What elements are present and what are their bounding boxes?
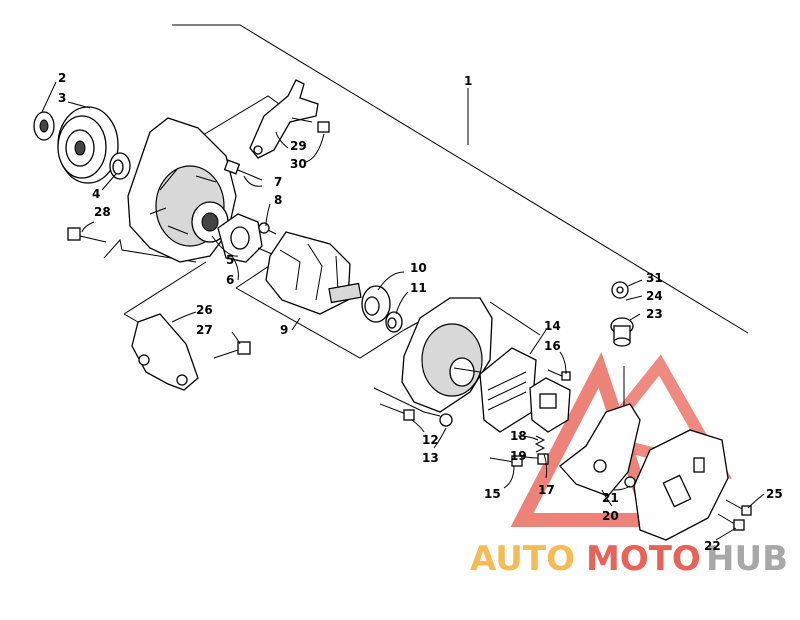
- pulley-nut: [33, 111, 55, 141]
- rear-cover: [633, 429, 729, 541]
- callout-6: 6: [226, 273, 234, 287]
- callout-12: 12: [422, 433, 439, 447]
- callout-8: 8: [274, 193, 282, 207]
- bearing-cover-ring: [385, 311, 403, 333]
- callout-18: 18: [510, 429, 527, 443]
- callout-17: 17: [538, 483, 555, 497]
- leader-lines: [41, 81, 765, 541]
- callout-10: 10: [410, 261, 427, 275]
- through-bolt-12: [379, 403, 415, 421]
- screw-8: [258, 222, 277, 235]
- callout-2: 2: [58, 71, 66, 85]
- terminal-plate: [559, 366, 641, 497]
- front-housing: [127, 117, 237, 263]
- bolt-15: [489, 455, 523, 467]
- callout-5: 5: [226, 253, 234, 267]
- callout-11: 11: [410, 281, 427, 295]
- bolt-27: [213, 341, 251, 359]
- callout-26: 26: [196, 303, 213, 317]
- callout-19: 19: [510, 449, 527, 463]
- screw-21: [624, 476, 636, 488]
- callout-9: 9: [280, 323, 288, 337]
- callout-21: 21: [602, 491, 619, 505]
- watermark-text-moto: MOTO: [586, 539, 701, 579]
- spacer-collar: [109, 152, 131, 180]
- callout-23: 23: [646, 307, 663, 321]
- rear-bearing: [361, 285, 391, 323]
- callout-4: 4: [92, 187, 100, 201]
- callout-1: 1: [464, 74, 472, 88]
- watermark-text-hub: HUB: [706, 539, 788, 579]
- callout-3: 3: [58, 91, 66, 105]
- callout-30: 30: [290, 157, 307, 171]
- callout-22: 22: [704, 539, 721, 553]
- callout-13: 13: [422, 451, 439, 465]
- mounting-bracket-26: [131, 313, 199, 391]
- callout-29: 29: [290, 139, 307, 153]
- callout-25: 25: [766, 487, 783, 501]
- carbon-brush: [537, 453, 549, 465]
- callout-24: 24: [646, 289, 663, 303]
- bolt-22: [717, 513, 745, 531]
- callout-20: 20: [602, 509, 619, 523]
- nut-31: [611, 281, 629, 299]
- screw-25: [725, 499, 752, 516]
- watermark-text-auto: AUTO: [470, 539, 575, 579]
- callout-14: 14: [544, 319, 561, 333]
- brush-spring: [534, 435, 546, 453]
- nut-13: [439, 413, 453, 427]
- insulator-bushing: [610, 317, 634, 347]
- callout-16: 16: [544, 339, 561, 353]
- retainer-plate: [217, 213, 263, 263]
- screw-16: [547, 369, 571, 381]
- callout-15: 15: [484, 487, 501, 501]
- bolt-30: [291, 117, 330, 133]
- mounting-bracket-29: [249, 79, 319, 159]
- callout-labels: 1 2 3 4 5 6 7 8 9 10 11 12 13 14 15 16 1…: [58, 71, 783, 553]
- rotor: [257, 231, 362, 315]
- callout-7: 7: [274, 175, 282, 189]
- callout-27: 27: [196, 323, 213, 337]
- callout-31: 31: [646, 271, 663, 285]
- bolt-28: [67, 227, 107, 243]
- voltage-regulator: [529, 377, 571, 433]
- pulley: [57, 106, 119, 184]
- bolt-7: [223, 159, 263, 181]
- rear-housing: [401, 297, 493, 413]
- callout-28: 28: [94, 205, 111, 219]
